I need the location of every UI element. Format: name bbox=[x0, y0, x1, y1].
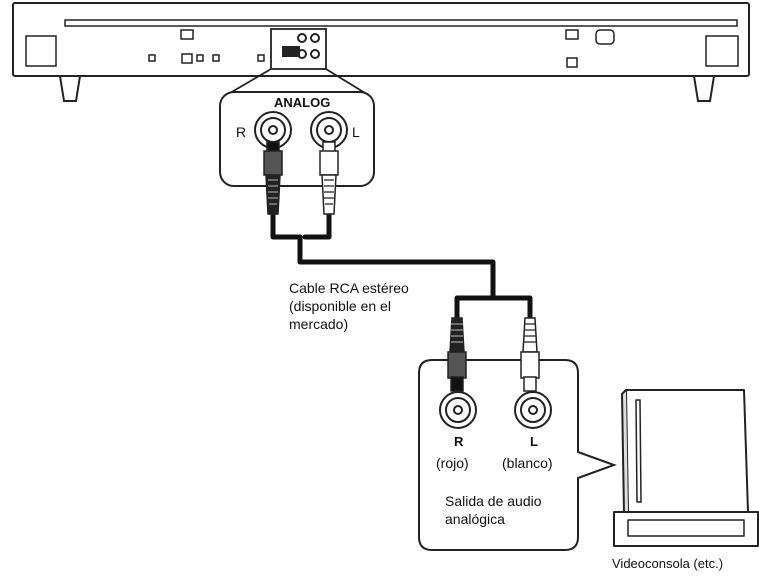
soundbar-hole bbox=[212, 54, 220, 62]
source-output-frame bbox=[418, 359, 617, 551]
source-left-color-label: (blanco) bbox=[502, 455, 553, 471]
white-plug-source bbox=[520, 317, 540, 392]
soundbar-left-end bbox=[25, 35, 57, 67]
source-right-jack-label: R bbox=[454, 434, 464, 449]
soundbar-hole bbox=[565, 29, 579, 40]
soundbar-right-jack-label: R bbox=[236, 124, 246, 140]
soundbar-right-foot bbox=[692, 75, 716, 102]
red-plug-source bbox=[447, 317, 467, 392]
console-front bbox=[625, 389, 749, 513]
plate-port bbox=[282, 46, 300, 57]
plate-jack bbox=[297, 49, 307, 59]
cable-caption-line-1: Cable RCA estéreo bbox=[289, 280, 409, 296]
soundbar bbox=[12, 2, 750, 102]
source-left-jack[interactable] bbox=[514, 391, 552, 429]
source-output-panel: R (rojo) L (blanco) Salida de audio anal… bbox=[418, 359, 617, 551]
console-disc-slot bbox=[635, 399, 642, 503]
soundbar-top-slot bbox=[64, 19, 738, 27]
soundbar-switch bbox=[595, 29, 615, 45]
source-left-jack-label: L bbox=[530, 434, 538, 449]
plate-jack bbox=[310, 33, 320, 43]
soundbar-left-foot bbox=[58, 75, 82, 102]
soundbar-right-end bbox=[705, 35, 739, 67]
analog-panel-zoom: ANALOG R L bbox=[219, 91, 375, 187]
source-right-jack[interactable] bbox=[439, 391, 477, 429]
soundbar-hole bbox=[148, 54, 156, 62]
soundbar-hole bbox=[196, 54, 204, 62]
soundbar-hole bbox=[257, 54, 265, 62]
soundbar-body bbox=[12, 2, 750, 77]
source-output-line-2: analógica bbox=[445, 511, 505, 527]
cable-wire-white bbox=[302, 211, 533, 321]
soundbar-hole bbox=[180, 29, 194, 40]
white-plug-soundbar bbox=[319, 141, 339, 215]
rca-cable bbox=[270, 211, 533, 321]
console-label: Videoconsola (etc.) bbox=[612, 556, 723, 571]
soundbar-hole bbox=[566, 57, 578, 68]
game-console-icon bbox=[613, 389, 759, 547]
plate-jack bbox=[297, 33, 307, 43]
plate-callout-lines bbox=[229, 68, 366, 94]
cable-caption-line-3: mercado) bbox=[289, 316, 348, 332]
source-output-line-1: Salida de audio bbox=[445, 493, 542, 509]
source-right-color-label: (rojo) bbox=[436, 455, 469, 471]
console-stand-inner bbox=[627, 519, 745, 537]
soundbar-left-jack-label: L bbox=[352, 124, 360, 140]
red-plug-soundbar bbox=[263, 141, 283, 215]
soundbar-hole bbox=[181, 53, 193, 64]
analog-panel-label: ANALOG bbox=[274, 95, 330, 110]
plate-jack bbox=[310, 49, 320, 59]
cable-caption-line-2: (disponible en el bbox=[289, 298, 391, 314]
cable-wire-red bbox=[270, 211, 496, 321]
